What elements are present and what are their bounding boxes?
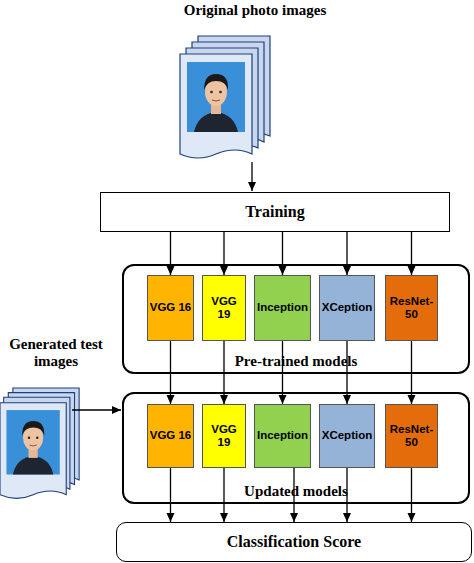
model-box: VGG 19 bbox=[202, 404, 246, 468]
model-box: Inception bbox=[254, 275, 311, 341]
image-caption: Generated test images bbox=[0, 336, 112, 369]
box-label: Inception bbox=[257, 301, 308, 314]
box-label: XCeption bbox=[322, 429, 372, 442]
box-label: Classification Score bbox=[227, 533, 361, 551]
training-box: Training bbox=[100, 192, 450, 232]
box-label: VGG 19 bbox=[204, 295, 244, 321]
input-arrow bbox=[251, 162, 252, 191]
image-caption: Original photo images bbox=[180, 2, 330, 19]
score-box: Classification Score bbox=[116, 522, 472, 562]
box-label: ResNet-50 bbox=[387, 423, 436, 449]
model-box: VGG 16 bbox=[147, 275, 194, 341]
model-box: ResNet-50 bbox=[385, 275, 438, 341]
group-title: Updated models bbox=[124, 483, 468, 500]
model-box: XCeption bbox=[319, 275, 375, 341]
model-box: VGG 19 bbox=[202, 275, 246, 341]
model-box: VGG 16 bbox=[147, 404, 194, 468]
model-group: Pre-trained models VGG 16 VGG 19 Inception X… bbox=[122, 264, 470, 374]
box-label: Inception bbox=[257, 429, 308, 442]
model-box: Inception bbox=[254, 404, 311, 468]
group-title: Pre-trained models bbox=[124, 353, 468, 370]
box-label: XCeption bbox=[322, 301, 372, 314]
test-input-arrow bbox=[72, 409, 121, 410]
model-box: XCeption bbox=[319, 404, 375, 468]
model-group: Updated models VGG 16 VGG 19 Inception XCept… bbox=[122, 392, 470, 504]
box-label: VGG 16 bbox=[150, 429, 192, 442]
box-label: VGG 19 bbox=[204, 423, 244, 449]
box-label: Training bbox=[245, 203, 304, 221]
box-label: VGG 16 bbox=[150, 301, 192, 314]
original-photo-stack bbox=[180, 36, 270, 158]
box-label: ResNet-50 bbox=[387, 295, 436, 321]
test-image-stack bbox=[0, 388, 79, 498]
model-box: ResNet-50 bbox=[385, 404, 438, 468]
